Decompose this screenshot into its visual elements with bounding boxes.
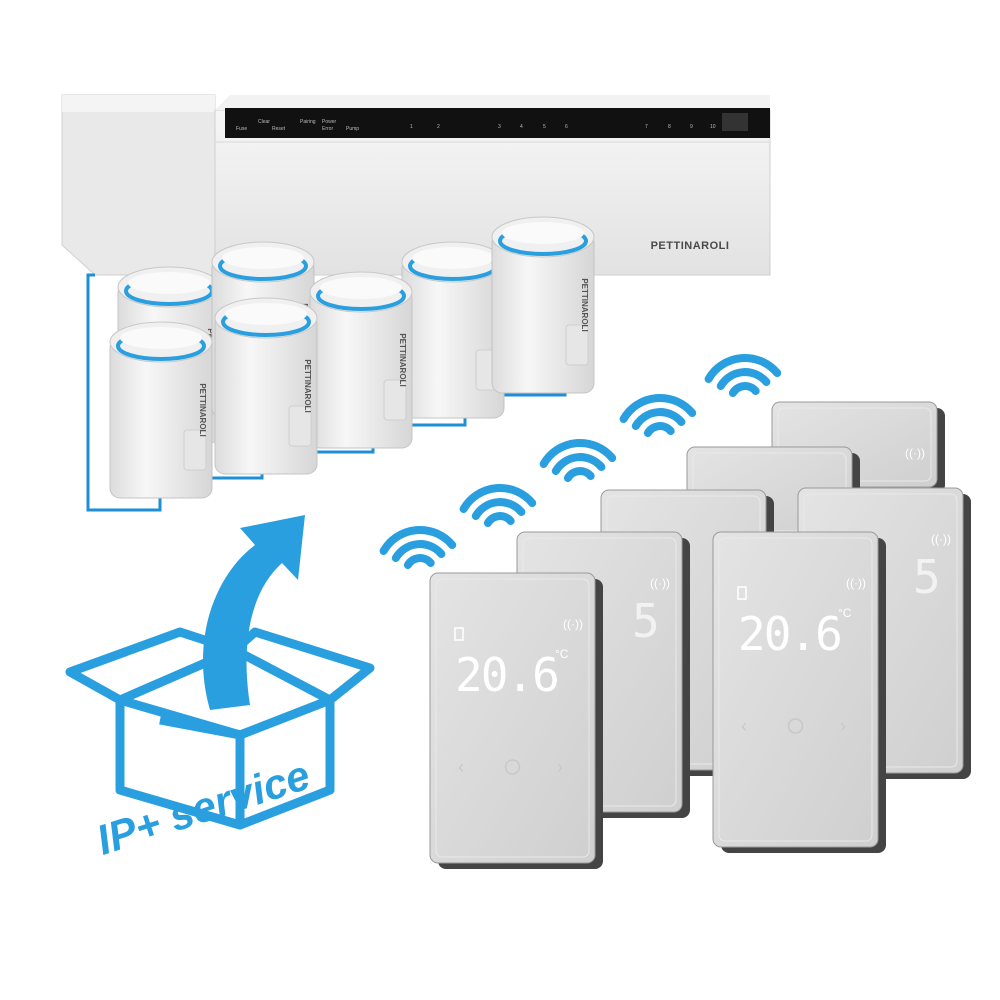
heating-icon — [737, 586, 747, 600]
wireless-icon: ((·)) — [931, 532, 951, 546]
wifi-signal-icon — [619, 393, 697, 437]
actuator: PETTINAROLI — [309, 271, 413, 449]
wireless-icon: ((·)) — [563, 617, 583, 631]
actuator-brand-label: PETTINAROLI — [198, 383, 207, 436]
wireless-signal-group — [379, 353, 782, 569]
controller-label-error: Error — [322, 126, 333, 132]
temperature-display: 20.6 — [738, 607, 841, 661]
controller-zone-8: 8 — [668, 124, 671, 130]
center-button-icon — [504, 759, 521, 775]
temperature-unit: °C — [838, 606, 852, 620]
controller-zone-10: 10 — [710, 124, 716, 130]
wireless-icon: ((·)) — [905, 446, 925, 460]
upward-arrow-icon — [202, 515, 305, 710]
controller-label-clear: Clear — [258, 119, 270, 125]
actuator-brand-label: PETTINAROLI — [398, 333, 407, 386]
actuator: PETTINAROLI — [214, 297, 318, 475]
controller-zone-5: 5 — [543, 124, 546, 130]
temperature-display: 20.6 — [455, 648, 558, 702]
wireless-icon: ((·)) — [650, 576, 670, 590]
temperature-display-partial: 5 — [632, 594, 660, 648]
controller-brand-logo: PETTINAROLI — [651, 240, 730, 252]
heating-icon — [454, 627, 464, 641]
thermostat: ((·)) 20.6°C ‹ › — [712, 531, 886, 853]
ip-service-badge: IP+ service — [65, 515, 375, 864]
controller-label-pairing: Pairing — [300, 119, 316, 125]
actuator: PETTINAROLI — [401, 241, 505, 419]
temperature-display-partial: 5 — [913, 550, 941, 604]
controller-zone-7: 7 — [645, 124, 648, 130]
controller-label-reset: Reset — [272, 126, 286, 132]
controller-status-strip — [225, 108, 770, 138]
controller-zone-2: 2 — [437, 124, 440, 130]
right-chevron-icon: › — [557, 757, 563, 777]
controller-label-pump: Pump — [346, 126, 359, 132]
controller-label-fuse: Fuse — [236, 126, 247, 132]
left-chevron-icon: ‹ — [741, 716, 747, 736]
controller-zone-3: 3 — [498, 124, 501, 130]
wireless-icon: ((·)) — [846, 576, 866, 590]
wifi-signal-icon — [379, 525, 457, 569]
center-button-icon — [787, 718, 804, 734]
thermostat: ((·)) 20.6°C ‹ › — [429, 572, 603, 869]
controller-zone-1: 1 — [410, 124, 413, 130]
temperature-unit: °C — [555, 647, 569, 661]
wifi-signal-icon — [459, 483, 537, 527]
actuator-brand-label: PETTINAROLI — [580, 278, 589, 331]
actuator: PETTINAROLI — [491, 216, 595, 394]
controller-zone-6: 6 — [565, 124, 568, 130]
left-chevron-icon: ‹ — [458, 757, 464, 777]
wifi-signal-icon — [539, 438, 617, 482]
wifi-signal-icon — [704, 353, 782, 397]
actuator-group: PETTINAROLI PETTINAROLI PETTINAROLI PETTINA… — [109, 216, 595, 499]
right-chevron-icon: › — [840, 716, 846, 736]
controller-display-badge — [722, 113, 748, 131]
controller-zone-9: 9 — [690, 124, 693, 130]
controller-zone-4: 4 — [520, 124, 523, 130]
actuator: PETTINAROLI — [109, 321, 213, 499]
controller-zone-numbers: 1 2 3 4 5 6 7 8 9 10 — [410, 124, 716, 130]
controller-label-power: Power — [322, 119, 337, 125]
actuator-brand-label: PETTINAROLI — [303, 359, 312, 412]
thermostat-group: ((·))((·))((·))5((·))5((·))5((·))20.6°C‹… — [429, 401, 971, 869]
